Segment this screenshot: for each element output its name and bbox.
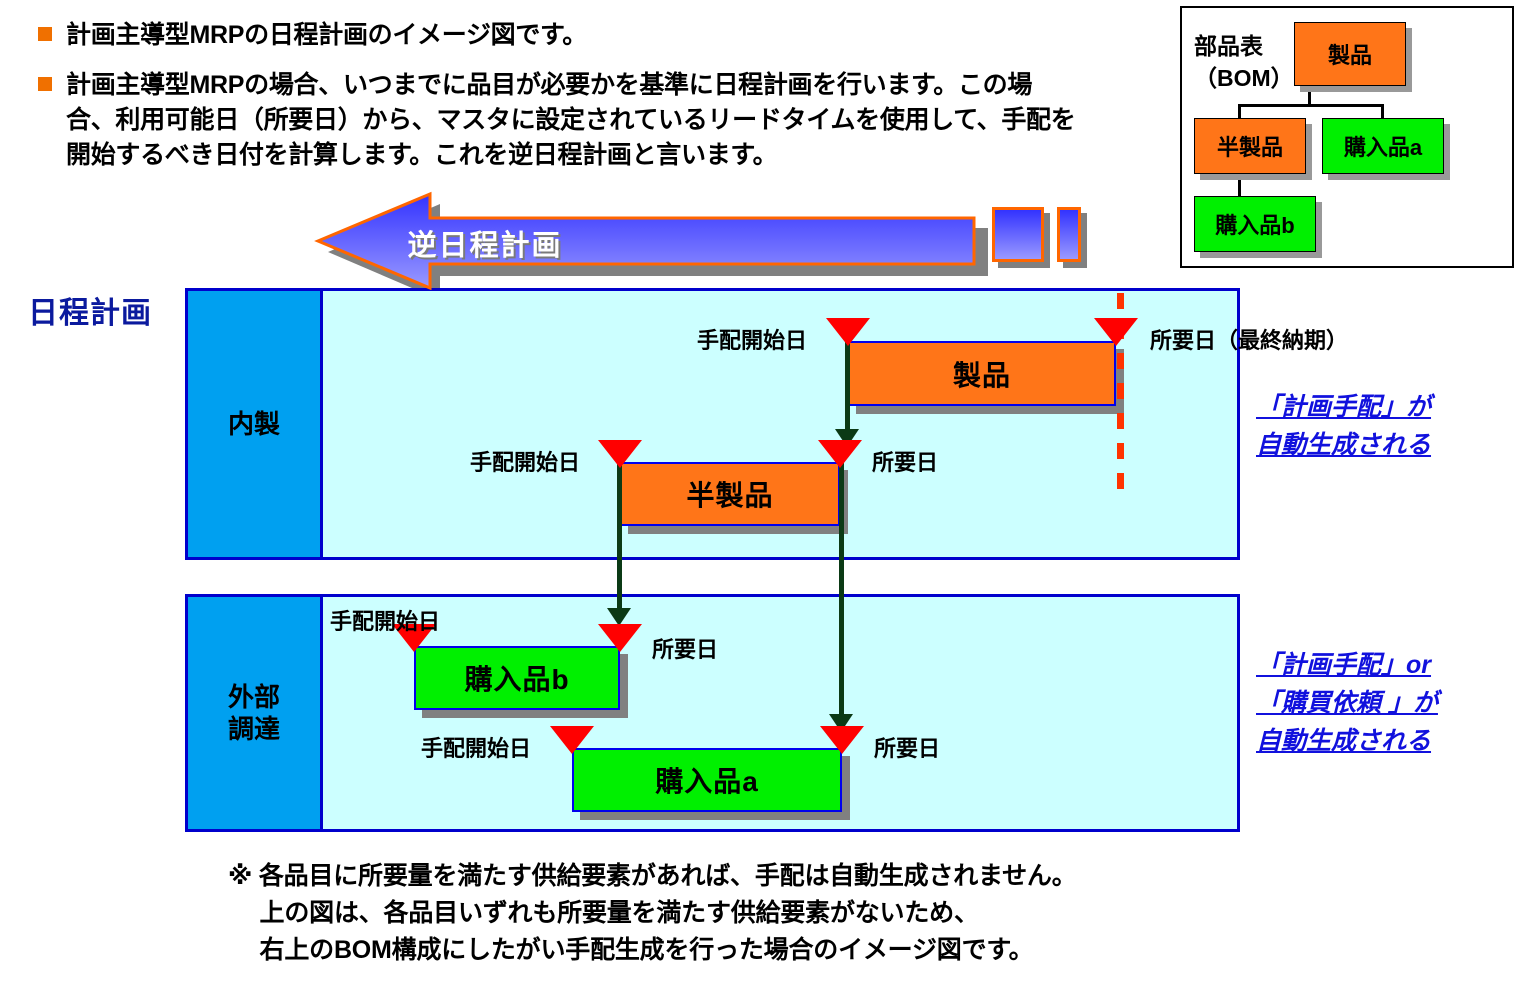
purchase-b-bar: 購入品b — [414, 646, 620, 710]
marker-due-purchase-b — [598, 624, 642, 652]
bom-line-horizontal — [1238, 104, 1384, 107]
final-due-dashed-line — [1117, 293, 1124, 491]
marker-label-start-purchase-b: 手配開始日 — [330, 609, 441, 634]
bom-node-purchase-b: 購入品b — [1194, 196, 1316, 252]
bom-title: 部品表 （BOM） — [1194, 33, 1294, 91]
marker-start-purchase-b — [392, 624, 436, 652]
marker-label-due-product: 所要日（最終納期） — [1150, 328, 1349, 353]
intro-bullet-2-text: 計画主導型MRPの場合、いつまでに品目が必要かを基準に日程計画を行います。この場… — [66, 71, 1076, 169]
bom-node-product-label: 製品 — [1327, 43, 1372, 68]
bom-line-left-down — [1238, 104, 1241, 120]
marker-label-due-purchase-b: 所要日 — [652, 637, 719, 662]
marker-start-product — [826, 318, 870, 346]
connector-subassembly-to-purchase-b — [617, 462, 622, 612]
bom-node-subassembly: 半製品 — [1194, 118, 1306, 174]
panel-label-internal: 内製 — [188, 291, 323, 557]
marker-label-due-subassembly: 所要日 — [872, 450, 939, 475]
marker-label-due-purchase-a: 所要日 — [874, 736, 941, 761]
arrow-label: 逆日程計画 — [407, 230, 563, 262]
bom-panel: 部品表 （BOM） 製品 半製品 購入品a 購入品b — [1180, 6, 1514, 268]
marker-label-start-purchase-a: 手配開始日 — [421, 736, 532, 761]
marker-due-product — [1094, 318, 1138, 346]
marker-start-purchase-a — [550, 726, 594, 754]
purchase-a-bar-label: 購入品a — [655, 766, 759, 797]
marker-due-purchase-a — [820, 726, 864, 754]
bom-line-product-down — [1308, 90, 1311, 106]
marker-label-start-subassembly: 手配開始日 — [470, 450, 581, 475]
bom-line-subassembly-down — [1238, 174, 1241, 196]
bom-node-product: 製品 — [1294, 22, 1406, 86]
marker-start-subassembly — [598, 440, 642, 468]
bom-node-purchase-a: 購入品a — [1322, 118, 1444, 174]
connector-product-to-subassembly — [845, 341, 850, 445]
connector-subassembly-to-purchase-b-arrowhead — [607, 608, 631, 626]
product-bar: 製品 — [848, 341, 1116, 406]
purchase-a-bar: 購入品a — [572, 748, 842, 812]
marker-due-subassembly — [818, 440, 862, 468]
subassembly-bar: 半製品 — [620, 462, 840, 526]
bom-node-purchase-b-label: 購入品b — [1215, 213, 1295, 238]
footnote: ※ 各品目に所要量を満たす供給要素があれば、手配は自動生成されません。 上の図は… — [228, 862, 1077, 964]
bom-node-subassembly-label: 半製品 — [1216, 135, 1283, 160]
purchase-b-bar-label: 購入品b — [464, 664, 570, 695]
arrow-shape — [314, 191, 976, 290]
product-bar-label: 製品 — [952, 359, 1011, 391]
schedule-panel-external: 外部 調達 — [185, 594, 1240, 832]
intro-bullet-1-text: 計画主導型MRPの日程計画のイメージ図です。 — [66, 21, 587, 49]
page-title: 日程計画 — [28, 297, 152, 330]
arrow-tail-block-1 — [992, 207, 1044, 262]
marker-label-start-product: 手配開始日 — [697, 328, 808, 353]
annotation-internal: 「計画手配」が 自動生成される — [1256, 393, 1432, 459]
bom-node-purchase-a-label: 購入品a — [1343, 135, 1423, 160]
schedule-panel-internal: 内製 — [185, 288, 1240, 560]
subassembly-bar-label: 半製品 — [686, 480, 774, 511]
arrow-tail-block-2 — [1057, 207, 1081, 262]
connector-product-to-purchase-a — [839, 445, 844, 720]
bullet-square-icon — [38, 77, 52, 91]
bullet-square-icon — [38, 27, 52, 41]
intro-bullet-1: 計画主導型MRPの日程計画のイメージ図です。 — [38, 18, 1148, 53]
annotation-external: 「計画手配」or 「購買依頼 」が 自動生成される — [1256, 651, 1438, 755]
intro-bullet-2: 計画主導型MRPの場合、いつまでに品目が必要かを基準に日程計画を行います。この場… — [38, 68, 1158, 173]
bom-line-right-down — [1381, 104, 1384, 120]
panel-label-external: 外部 調達 — [188, 597, 323, 829]
